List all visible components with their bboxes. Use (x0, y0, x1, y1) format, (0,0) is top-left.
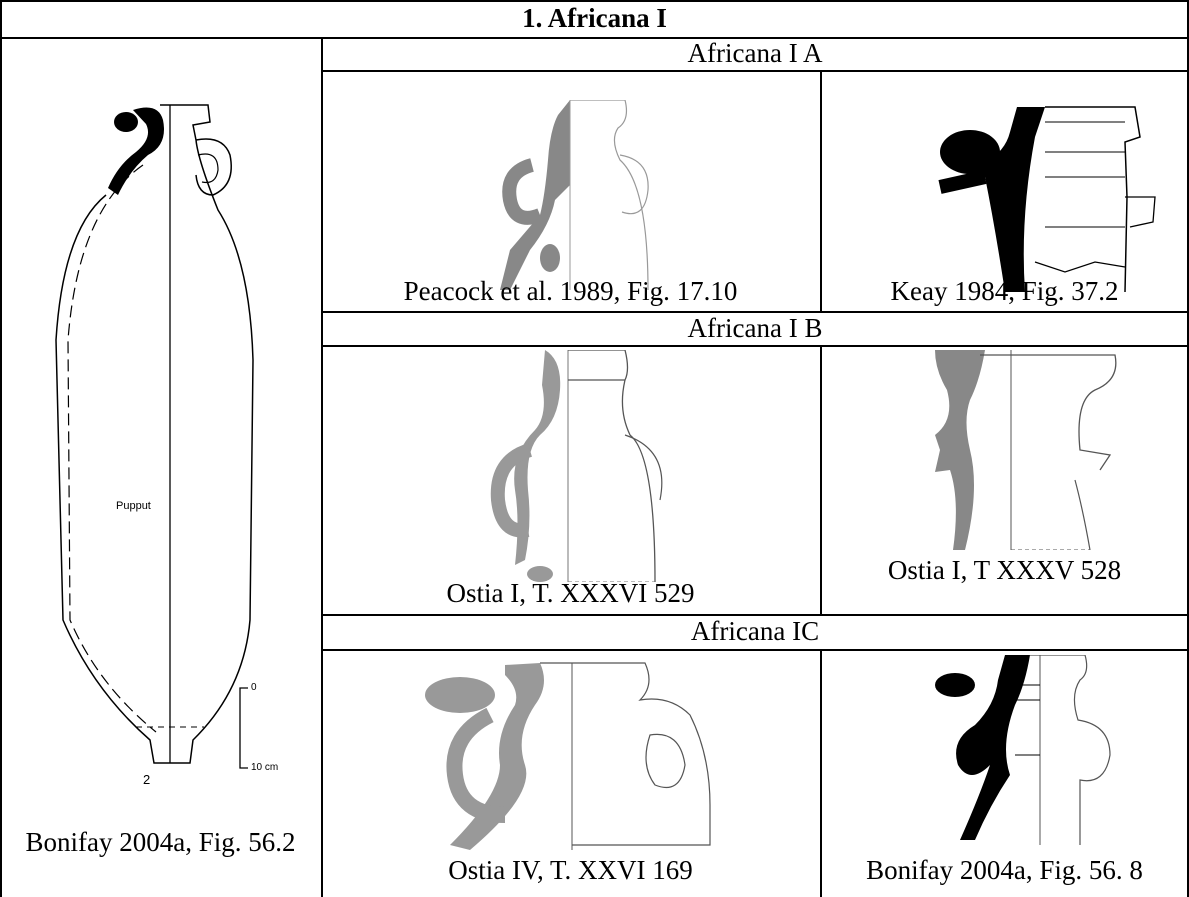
group-c-header-border (321, 649, 1189, 651)
sherd-drawing-bonifay-8 (920, 655, 1150, 845)
table-top-border (0, 0, 1189, 2)
group-c-split (820, 649, 822, 897)
sherd-drawing-ostia-529 (470, 350, 670, 582)
left-column-border (321, 37, 323, 897)
group-b-header-border (321, 345, 1189, 347)
figure-number: 2 (143, 772, 151, 787)
group-header-africana-ic: Africana IC (690, 616, 820, 646)
pupput-label: Pupput (116, 500, 151, 512)
sherd-drawing-peacock (470, 100, 670, 290)
title-row-border (0, 37, 1189, 39)
sherd-drawing-ostia-528 (925, 350, 1165, 550)
caption-peacock: Peacock et al. 1989, Fig. 17.10 (403, 276, 738, 306)
group-header-africana-ia: Africana I A (687, 38, 823, 68)
caption-ostia-169: Ostia IV, T. XXVI 169 (448, 855, 693, 885)
amphora-full-drawing (18, 100, 318, 790)
group-a-header-border (321, 70, 1189, 72)
table-right-border (1187, 0, 1189, 897)
table-title: 1. Africana I (522, 3, 667, 33)
left-caption: Bonifay 2004a, Fig. 56.2 (25, 827, 296, 857)
scale-top-label: 0 (251, 682, 257, 693)
group-a-split (820, 70, 822, 313)
caption-keay: Keay 1984, Fig. 37.2 (890, 276, 1119, 306)
table-left-border (0, 0, 2, 897)
scale-bottom-label: 10 cm (251, 762, 279, 773)
sherd-drawing-keay (925, 97, 1165, 292)
caption-bonifay-8: Bonifay 2004a, Fig. 56. 8 (866, 855, 1143, 885)
group-b-split (820, 345, 822, 616)
sherd-drawing-ostia-169 (410, 655, 790, 850)
caption-ostia-529: Ostia I, T. XXXVI 529 (446, 578, 695, 608)
group-c-header-top-border (321, 614, 1189, 616)
group-b-header-top-border (321, 311, 1189, 313)
caption-ostia-528: Ostia I, T XXXV 528 (887, 555, 1122, 585)
group-header-africana-ib: Africana I B (687, 313, 823, 343)
